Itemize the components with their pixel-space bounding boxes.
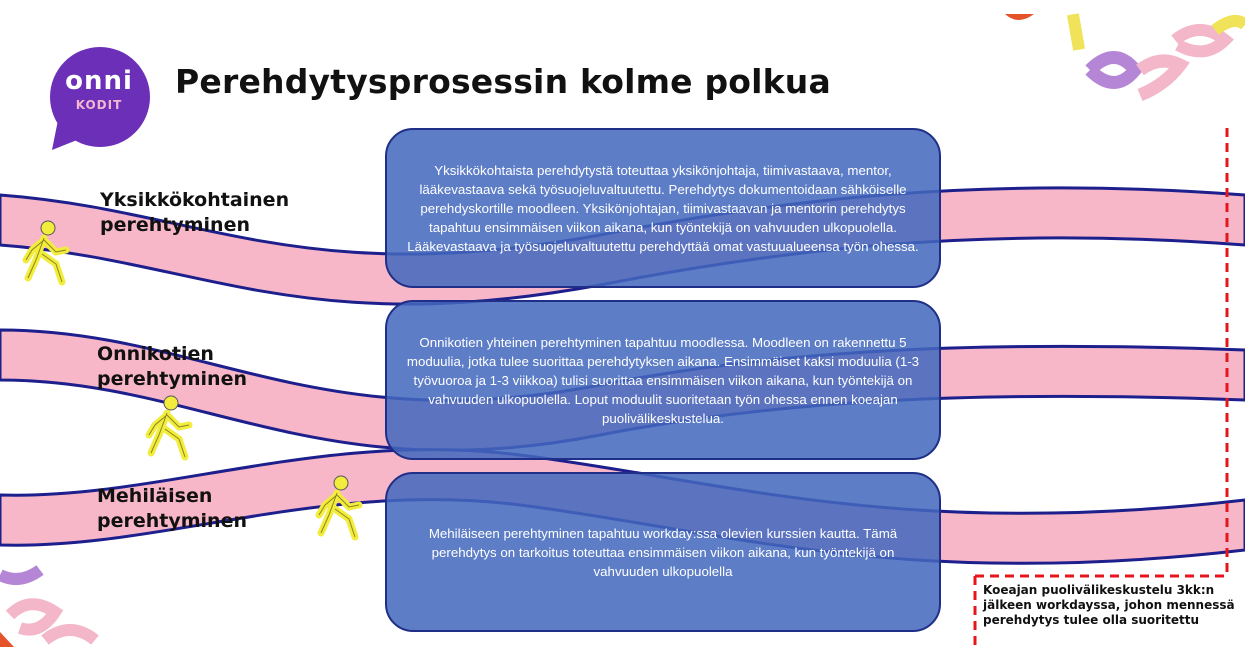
page-title: Perehdytysprosessin kolme polkua <box>175 62 831 101</box>
walking-person-icon <box>145 395 193 461</box>
logo-text-onni: onni <box>65 66 133 96</box>
path-label-line1: Mehiläisen <box>97 485 213 507</box>
path-label-onnikodit: Onnikotien perehtyminen <box>97 342 247 392</box>
path-label-line2: perehtyminen <box>100 214 250 236</box>
path-label-yksikko: Yksikkökohtainen perehtyminen <box>100 188 289 238</box>
path-label-mehilainen: Mehiläisen perehtyminen <box>97 484 247 534</box>
path-label-line1: Yksikkökohtainen <box>100 189 290 211</box>
walking-person-icon <box>315 475 363 541</box>
deadline-marker <box>973 128 1229 647</box>
path-label-line2: perehtyminen <box>97 368 247 390</box>
deadline-note: Koeajan puolivälikeskustelu 3kk:n jälkee… <box>983 583 1235 627</box>
description-box-yksikko: Yksikkökohtaista perehdytystä toteuttaa … <box>385 128 941 288</box>
description-text: Yksikkökohtaista perehdytystä toteuttaa … <box>407 162 919 254</box>
decorative-letters-top <box>1005 13 1245 102</box>
logo-text-kodit: KODIT <box>75 98 123 112</box>
description-box-onnikodit: Onnikotien yhteinen perehtyminen tapahtu… <box>385 300 941 460</box>
decorative-letters-bottom <box>0 565 99 647</box>
logo-bubble <box>50 47 150 150</box>
description-text: Onnikotien yhteinen perehtyminen tapahtu… <box>406 334 920 426</box>
description-box-mehilainen: Mehiläiseen perehtyminen tapahtuu workda… <box>385 472 941 632</box>
path-label-line2: perehtyminen <box>97 510 247 532</box>
description-text: Mehiläiseen perehtyminen tapahtuu workda… <box>428 525 898 579</box>
walking-person-icon <box>22 220 70 286</box>
path-label-line1: Onnikotien <box>97 343 214 365</box>
